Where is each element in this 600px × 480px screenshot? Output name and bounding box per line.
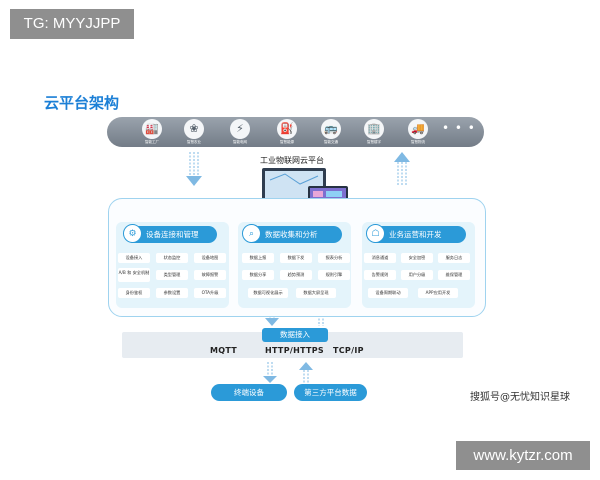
panel-header-operations: ☖ 业务运营和开发 [366, 224, 466, 243]
cloud-platform-label: 工业物联网云平台 [260, 156, 324, 165]
scene-energy: ⛽ 智慧能源 [272, 119, 302, 145]
feature-cell: 报表分析 [318, 253, 350, 263]
feature-cell: 数据上报 [242, 253, 274, 263]
connect-icon: ⚙ [123, 224, 142, 243]
source-credit: 搜狐号@无忧知识星球 [470, 392, 570, 403]
feature-cell: 状态监控 [156, 253, 188, 263]
building-icon: 🏢 [364, 119, 384, 139]
feature-cell: 类型管理 [156, 270, 188, 280]
feature-cell: 参数设置 [156, 288, 188, 298]
feature-cell: 设备周期联动 [368, 288, 408, 298]
feature-cell: 故障报警 [194, 270, 226, 280]
panel-header-device: ⚙ 设备连接和管理 [123, 224, 217, 243]
protocol-tcp: TCP/IP [333, 346, 364, 355]
scene-label: 智慧物流 [411, 140, 425, 144]
feature-cell: A/B 和 安全机制 [118, 268, 150, 282]
traffic-icon: 🚌 [321, 119, 341, 139]
feature-cell: 规则引擎 [318, 270, 350, 280]
power-icon: ⚡ [230, 119, 250, 139]
diagram-title: 云平台架构 [44, 94, 120, 112]
feature-cell: 数据可视化展示 [248, 288, 288, 298]
third-party-data-box: 第三方平台数据 [294, 384, 367, 401]
scene-building: 🏢 智慧楼宇 [359, 119, 389, 145]
down-arrow-icon [186, 152, 202, 186]
feature-cell: OTA升级 [194, 288, 226, 298]
feature-cell: 数据大屏呈现 [296, 288, 336, 298]
up-arrow-icon [394, 152, 410, 186]
feature-cell: 身份鉴权 [118, 288, 150, 298]
application-scenes-bar: 🏭 智能工厂 ❀ 智慧农业 ⚡ 智能电网 ⛽ 智慧能源 🚌 智能交通 🏢 智慧楼… [107, 117, 484, 147]
panel-header-data: ⌕ 数据收集和分析 [242, 224, 342, 243]
data-access-title: 数据接入 [262, 328, 328, 342]
panel-title: 数据收集和分析 [265, 230, 318, 239]
feature-cell: 数据下发 [280, 253, 312, 263]
more-dots: • • • [442, 121, 476, 135]
analytics-icon: ⌕ [242, 224, 261, 243]
feature-cell: 消息通道 [364, 253, 396, 263]
agriculture-icon: ❀ [184, 119, 204, 139]
scene-power: ⚡ 智能电网 [225, 119, 255, 145]
feature-cell: 数据分享 [242, 270, 274, 280]
scene-label: 智慧楼宇 [367, 140, 381, 144]
feature-cell: 用户分级 [401, 270, 433, 280]
protocol-http: HTTP/HTTPS [265, 346, 324, 355]
site-watermark: www.kytzr.com [456, 441, 590, 470]
scene-factory: 🏭 智能工厂 [137, 119, 167, 145]
factory-icon: 🏭 [142, 119, 162, 139]
bottom-arrows [263, 362, 313, 383]
logistics-icon: 🚚 [408, 119, 428, 139]
feature-cell: 趋势预测 [280, 270, 312, 280]
feature-cell: 服务日志 [438, 253, 470, 263]
scene-traffic: 🚌 智能交通 [316, 119, 346, 145]
feature-cell: APP应用开发 [418, 288, 458, 298]
panel-title: 设备连接和管理 [146, 230, 199, 239]
terminal-devices-box: 终端设备 [211, 384, 287, 401]
operations-icon: ☖ [366, 224, 385, 243]
feature-cell: 设备地图 [194, 253, 226, 263]
protocol-mqtt: MQTT [210, 346, 238, 355]
feature-cell: 设备接入 [118, 253, 150, 263]
scene-agriculture: ❀ 智慧农业 [179, 119, 209, 145]
feature-cell: 告警规则 [364, 270, 396, 280]
tg-tag: TG: MYYJJPP [10, 9, 134, 39]
feature-cell: 维保管理 [438, 270, 470, 280]
scene-logistics: 🚚 智慧物流 [403, 119, 433, 145]
panel-title: 业务运营和开发 [389, 230, 442, 239]
scene-label: 智能电网 [233, 140, 247, 144]
scene-label: 智能交通 [324, 140, 338, 144]
scene-label: 智慧能源 [280, 140, 294, 144]
scene-label: 智能工厂 [145, 140, 159, 144]
energy-icon: ⛽ [277, 119, 297, 139]
scene-label: 智慧农业 [187, 140, 201, 144]
feature-cell: 安全加密 [401, 253, 433, 263]
